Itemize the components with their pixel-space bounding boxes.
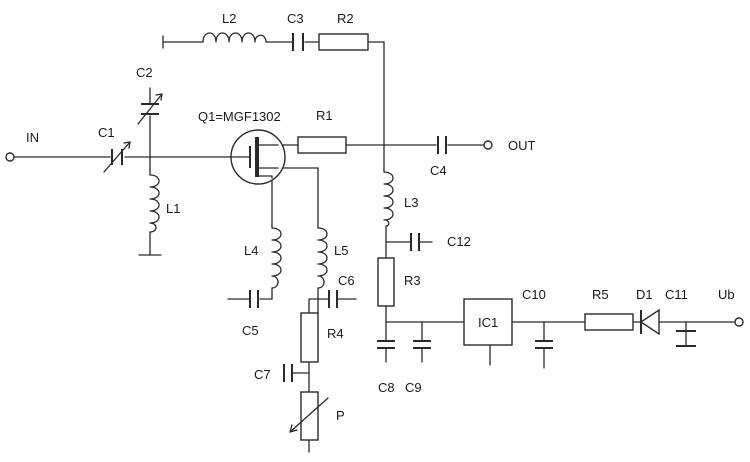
label-c8: C8: [378, 380, 395, 395]
label-c6: C6: [338, 273, 355, 288]
capacitor-c3: [292, 33, 304, 51]
wires: [13, 35, 736, 453]
label-r4: R4: [327, 326, 344, 341]
label-c10: C10: [522, 287, 546, 302]
label-ub: Ub: [718, 287, 735, 302]
label-l1: L1: [166, 201, 180, 216]
ub-terminal: [734, 317, 744, 327]
in-terminal: [5, 152, 15, 162]
diode-d1: [639, 308, 660, 336]
capacitor-c9: [413, 340, 431, 349]
label-c12: C12: [447, 234, 471, 249]
capacitor-c8: [377, 340, 395, 349]
label-p: P: [336, 408, 345, 423]
resistor-r1: [297, 136, 347, 154]
resistor-r5: [584, 313, 634, 331]
capacitor-c5: [249, 290, 259, 308]
capacitor-c10: [535, 340, 553, 349]
label-c2: C2: [136, 65, 153, 80]
label-r1: R1: [316, 108, 333, 123]
label-q1: Q1=MGF1302: [198, 109, 281, 124]
label-c11: C11: [665, 287, 688, 302]
label-l3: L3: [404, 195, 418, 210]
label-c1: C1: [98, 125, 115, 140]
out-terminal: [483, 140, 493, 150]
capacitor-c12: [410, 233, 420, 251]
label-l2: L2: [222, 11, 236, 26]
inductor-l4: [271, 227, 282, 289]
label-d1: D1: [636, 287, 653, 302]
potentiometer-p: [289, 391, 329, 441]
transistor-q1: [229, 129, 286, 185]
resistor-r3: [377, 257, 395, 307]
label-c5: C5: [242, 323, 259, 338]
label-c9: C9: [405, 380, 422, 395]
capacitor-c6: [328, 290, 338, 308]
label-r2: R2: [337, 11, 354, 26]
label-r3: R3: [404, 273, 421, 288]
label-out: OUT: [508, 138, 536, 153]
component-labels: IN OUT Ub Q1=MGF1302 C1 C2 L1 L2 C3 R2 R…: [26, 11, 735, 423]
inductor-l5: [317, 227, 328, 289]
resistor-r4: [300, 312, 319, 363]
capacitor-c4: [437, 136, 447, 154]
label-in: IN: [26, 130, 39, 145]
inductor-l2: [202, 32, 267, 43]
label-ic1: IC1: [478, 315, 498, 330]
regulator-ic1: [463, 298, 513, 346]
capacitor-c7: [283, 364, 293, 382]
inductor-l3: [383, 171, 394, 227]
label-l4: L4: [244, 243, 258, 258]
label-r5: R5: [592, 287, 609, 302]
resistor-r2: [318, 33, 369, 51]
label-c4: C4: [430, 163, 447, 178]
label-c3: C3: [287, 11, 304, 26]
inductor-l1: [149, 174, 160, 233]
label-c7: C7: [254, 367, 271, 382]
capacitor-c11: [676, 330, 696, 347]
capacitor-c1: [103, 141, 131, 173]
label-l5: L5: [334, 243, 348, 258]
capacitor-c2: [137, 93, 163, 125]
